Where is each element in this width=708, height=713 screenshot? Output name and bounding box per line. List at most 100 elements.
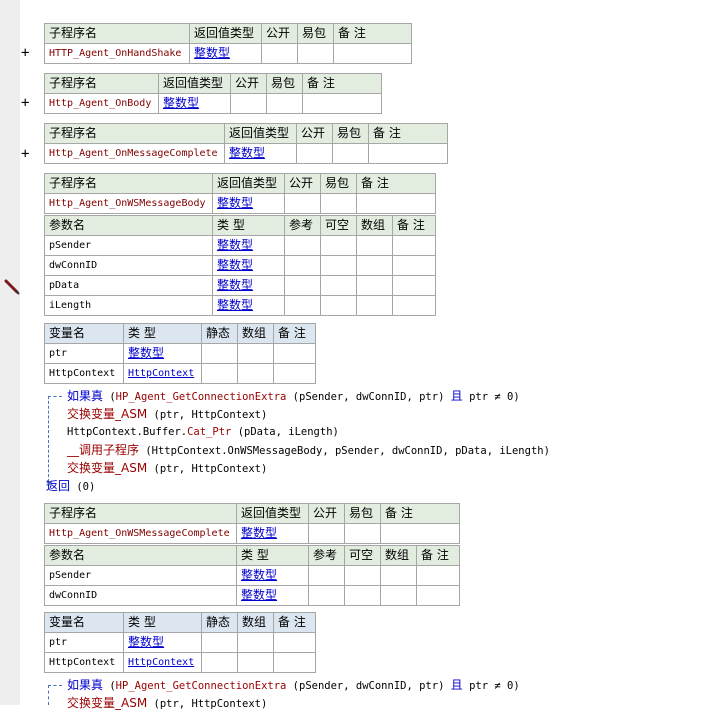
note-cell[interactable] bbox=[392, 295, 436, 316]
var-name-cell[interactable]: HttpContext bbox=[44, 363, 124, 384]
array-cell[interactable] bbox=[380, 565, 417, 586]
nullable-cell[interactable] bbox=[320, 275, 357, 296]
nullable-cell[interactable] bbox=[320, 255, 357, 276]
return-type-link[interactable]: 整数型 bbox=[189, 43, 262, 64]
param-type-link[interactable]: 整数型 bbox=[236, 565, 309, 586]
code-line-swap[interactable]: 交换变量_ASM (ptr, HttpContext) bbox=[67, 694, 267, 713]
param-name-cell[interactable]: iLength bbox=[44, 295, 213, 316]
static-cell[interactable] bbox=[201, 652, 238, 673]
nullable-cell[interactable] bbox=[344, 585, 381, 606]
param-type-link[interactable]: 整数型 bbox=[212, 295, 285, 316]
note-cell[interactable] bbox=[380, 523, 460, 544]
return-type-link[interactable]: 整数型 bbox=[236, 523, 309, 544]
public-cell[interactable] bbox=[230, 93, 267, 114]
sub-name-cell[interactable]: Http_Agent_OnBody bbox=[44, 93, 159, 114]
code-line-if[interactable]: 如果真 (HP_Agent_GetConnectionExtra (pSende… bbox=[67, 387, 520, 406]
easy-pack-cell[interactable] bbox=[320, 193, 357, 214]
array-cell[interactable] bbox=[356, 235, 393, 256]
note-cell[interactable] bbox=[273, 363, 316, 384]
header-nullable: 可空 bbox=[320, 215, 357, 236]
var-name-cell[interactable]: ptr bbox=[44, 343, 124, 364]
nullable-cell[interactable] bbox=[344, 565, 381, 586]
var-type-link[interactable]: 整数型 bbox=[123, 632, 202, 653]
expand-toggle-handshake[interactable]: + bbox=[21, 45, 30, 61]
reference-cell[interactable] bbox=[308, 565, 345, 586]
code-line-cat[interactable]: HttpContext.Buffer.Cat_Ptr (pData, iLeng… bbox=[67, 423, 339, 441]
array-cell[interactable] bbox=[356, 275, 393, 296]
public-cell[interactable] bbox=[261, 43, 298, 64]
note-cell[interactable] bbox=[333, 43, 412, 64]
note-cell[interactable] bbox=[392, 275, 436, 296]
reference-cell[interactable] bbox=[284, 235, 321, 256]
note-cell[interactable] bbox=[416, 565, 460, 586]
reference-cell[interactable] bbox=[284, 255, 321, 276]
code-line-call[interactable]: __调用子程序 (HttpContext.OnWSMessageBody, pS… bbox=[67, 441, 550, 460]
note-cell[interactable] bbox=[392, 235, 436, 256]
code-line-swap[interactable]: 交换变量_ASM (ptr, HttpContext) bbox=[67, 405, 267, 424]
header-easy-pack: 易包 bbox=[320, 173, 357, 194]
easy-pack-cell[interactable] bbox=[297, 43, 334, 64]
array-cell[interactable] bbox=[237, 343, 274, 364]
var-type-link[interactable]: HttpContext bbox=[123, 363, 202, 384]
var-type-link[interactable]: HttpContext bbox=[123, 652, 202, 673]
public-cell[interactable] bbox=[296, 143, 333, 164]
array-cell[interactable] bbox=[237, 632, 274, 653]
nullable-cell[interactable] bbox=[320, 235, 357, 256]
param-name-cell[interactable]: pSender bbox=[44, 235, 213, 256]
sub-name-cell[interactable]: HTTP_Agent_OnHandShake bbox=[44, 43, 190, 64]
public-cell[interactable] bbox=[284, 193, 321, 214]
static-cell[interactable] bbox=[201, 343, 238, 364]
header-note: 备 注 bbox=[333, 23, 412, 44]
param-type-link[interactable]: 整数型 bbox=[212, 275, 285, 296]
code-line-if[interactable]: 如果真 (HP_Agent_GetConnectionExtra (pSende… bbox=[67, 676, 520, 695]
code-line-swap-back[interactable]: 交换变量_ASM (ptr, HttpContext) bbox=[67, 459, 267, 478]
header-sub-name: 子程序名 bbox=[44, 173, 213, 194]
note-cell[interactable] bbox=[273, 343, 316, 364]
array-cell[interactable] bbox=[356, 255, 393, 276]
note-cell[interactable] bbox=[368, 143, 448, 164]
static-cell[interactable] bbox=[201, 632, 238, 653]
note-cell[interactable] bbox=[392, 255, 436, 276]
param-name-cell[interactable]: pSender bbox=[44, 565, 237, 586]
return-type-link[interactable]: 整数型 bbox=[158, 93, 231, 114]
param-name-cell[interactable]: pData bbox=[44, 275, 213, 296]
param-name-cell[interactable]: dwConnID bbox=[44, 585, 237, 606]
array-cell[interactable] bbox=[380, 585, 417, 606]
reference-cell[interactable] bbox=[284, 275, 321, 296]
static-cell[interactable] bbox=[201, 363, 238, 384]
expand-toggle-msgcomplete[interactable]: + bbox=[21, 146, 30, 162]
param-name-cell[interactable]: dwConnID bbox=[44, 255, 213, 276]
and-keyword: 且 bbox=[450, 389, 463, 403]
sub-name-cell[interactable]: Http_Agent_OnMessageComplete bbox=[44, 143, 225, 164]
code-line-return[interactable]: 返回 (0) bbox=[46, 477, 95, 496]
easy-pack-cell[interactable] bbox=[332, 143, 369, 164]
note-cell[interactable] bbox=[273, 652, 316, 673]
array-cell[interactable] bbox=[356, 295, 393, 316]
nullable-cell[interactable] bbox=[320, 295, 357, 316]
sub-name-cell[interactable]: Http_Agent_OnWSMessageBody bbox=[44, 193, 213, 214]
return-type-link[interactable]: 整数型 bbox=[212, 193, 285, 214]
sub-name-cell[interactable]: Http_Agent_OnWSMessageComplete bbox=[44, 523, 237, 544]
code-text: (0) bbox=[70, 481, 96, 493]
header-reference: 参考 bbox=[308, 545, 345, 566]
reference-cell[interactable] bbox=[284, 295, 321, 316]
array-cell[interactable] bbox=[237, 652, 274, 673]
expand-toggle-onbody[interactable]: + bbox=[21, 95, 30, 111]
easy-pack-cell[interactable] bbox=[266, 93, 303, 114]
note-cell[interactable] bbox=[302, 93, 382, 114]
easy-pack-cell[interactable] bbox=[344, 523, 381, 544]
param-type-link[interactable]: 整数型 bbox=[212, 235, 285, 256]
array-cell[interactable] bbox=[237, 363, 274, 384]
var-name-cell[interactable]: ptr bbox=[44, 632, 124, 653]
param-type-link[interactable]: 整数型 bbox=[236, 585, 309, 606]
note-cell[interactable] bbox=[273, 632, 316, 653]
public-cell[interactable] bbox=[308, 523, 345, 544]
var-name-cell[interactable]: HttpContext bbox=[44, 652, 124, 673]
reference-cell[interactable] bbox=[308, 585, 345, 606]
param-type-link[interactable]: 整数型 bbox=[212, 255, 285, 276]
note-cell[interactable] bbox=[356, 193, 436, 214]
var-type-link[interactable]: 整数型 bbox=[123, 343, 202, 364]
note-cell[interactable] bbox=[416, 585, 460, 606]
var-table-wscomplete: 变量名 类 型 静态 数组 备 注 ptr 整数型 HttpContext Ht… bbox=[44, 612, 316, 673]
return-type-link[interactable]: 整数型 bbox=[224, 143, 297, 164]
